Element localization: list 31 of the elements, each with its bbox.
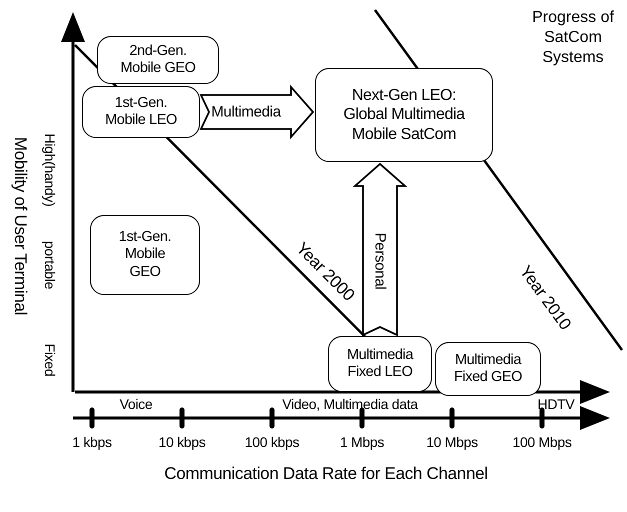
rounded-box xyxy=(82,86,200,138)
rounded-box xyxy=(435,342,541,396)
box-label: 1st-Gen. Mobile LEO xyxy=(104,94,178,130)
tick-label: 10 Mbps xyxy=(426,434,478,450)
category-label: HDTV xyxy=(538,396,574,412)
box-label: Multimedia Fixed GEO xyxy=(452,352,524,386)
edge-label: Personal xyxy=(372,232,388,289)
rounded-box xyxy=(315,68,493,162)
tick-label: High(handy) xyxy=(42,134,58,206)
edge-label: Multimedia xyxy=(211,104,281,120)
block-arrow xyxy=(352,162,408,336)
title: Progress of SatCom Systems xyxy=(531,8,615,68)
box-label: Next-Gen LEO: Global Multimedia Mobile SatCom xyxy=(342,86,466,144)
category-label: Voice xyxy=(120,396,152,412)
rounded-box xyxy=(328,336,432,392)
tick-label: 10 kbps xyxy=(158,434,206,450)
category-label: Video, Multimedia data xyxy=(282,396,418,412)
tick-label: 1 Mbps xyxy=(340,434,384,450)
tick-label: 100 kbps xyxy=(244,434,300,450)
tick-label: portable xyxy=(42,240,58,290)
axis-title: Communication Data Rate for Each Channel xyxy=(164,464,488,484)
box-label: 1st-Gen. Mobile GEO xyxy=(118,228,172,282)
tick-label: Fixed xyxy=(42,344,58,376)
axis-title: Mobility of User Terminal xyxy=(10,136,30,316)
block-arrow xyxy=(200,84,314,140)
box-label: 2nd-Gen. Mobile GEO xyxy=(120,42,196,78)
box-label: Multimedia Fixed LEO xyxy=(346,346,414,382)
tick-label: 1 kbps xyxy=(72,434,112,450)
tick-label: 100 Mbps xyxy=(512,434,572,450)
rounded-box xyxy=(97,36,219,84)
rounded-box xyxy=(90,215,200,295)
